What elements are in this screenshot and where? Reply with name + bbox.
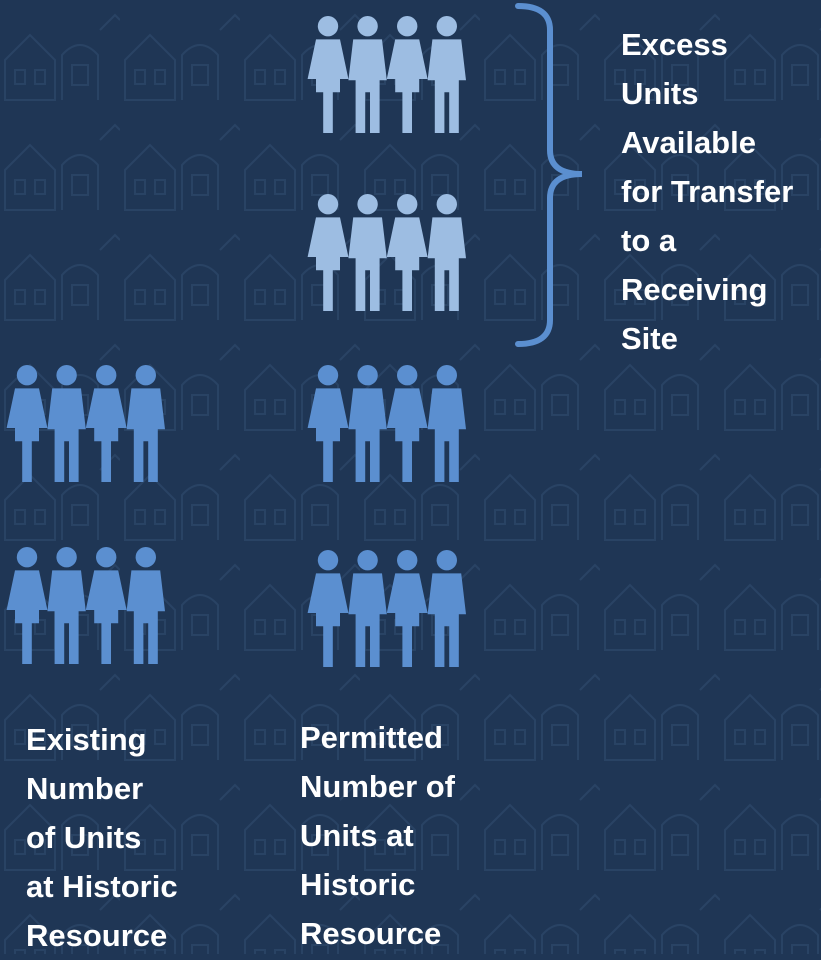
permitted-units-label: Permitted Number of Units at Historic Re… bbox=[300, 720, 455, 951]
curly-bracket bbox=[515, 3, 583, 347]
four-people-icon bbox=[303, 362, 473, 482]
excess-people-group-1 bbox=[308, 16, 466, 133]
four-people-icon bbox=[303, 13, 473, 133]
existing-people-group-1 bbox=[7, 365, 165, 482]
four-people-icon bbox=[303, 191, 473, 311]
excess-units-label: Excess Units Available for Transfer to a… bbox=[621, 27, 794, 356]
existing-units-label: Existing Number of Units at Historic Res… bbox=[26, 722, 178, 953]
permitted-people-group-1 bbox=[308, 365, 466, 482]
four-people-icon bbox=[2, 362, 172, 482]
excess-people-group-2 bbox=[308, 194, 466, 311]
existing-people-group-2 bbox=[7, 547, 165, 664]
permitted-people-group-2 bbox=[308, 550, 466, 667]
four-people-icon bbox=[303, 547, 473, 667]
four-people-icon bbox=[2, 544, 172, 664]
